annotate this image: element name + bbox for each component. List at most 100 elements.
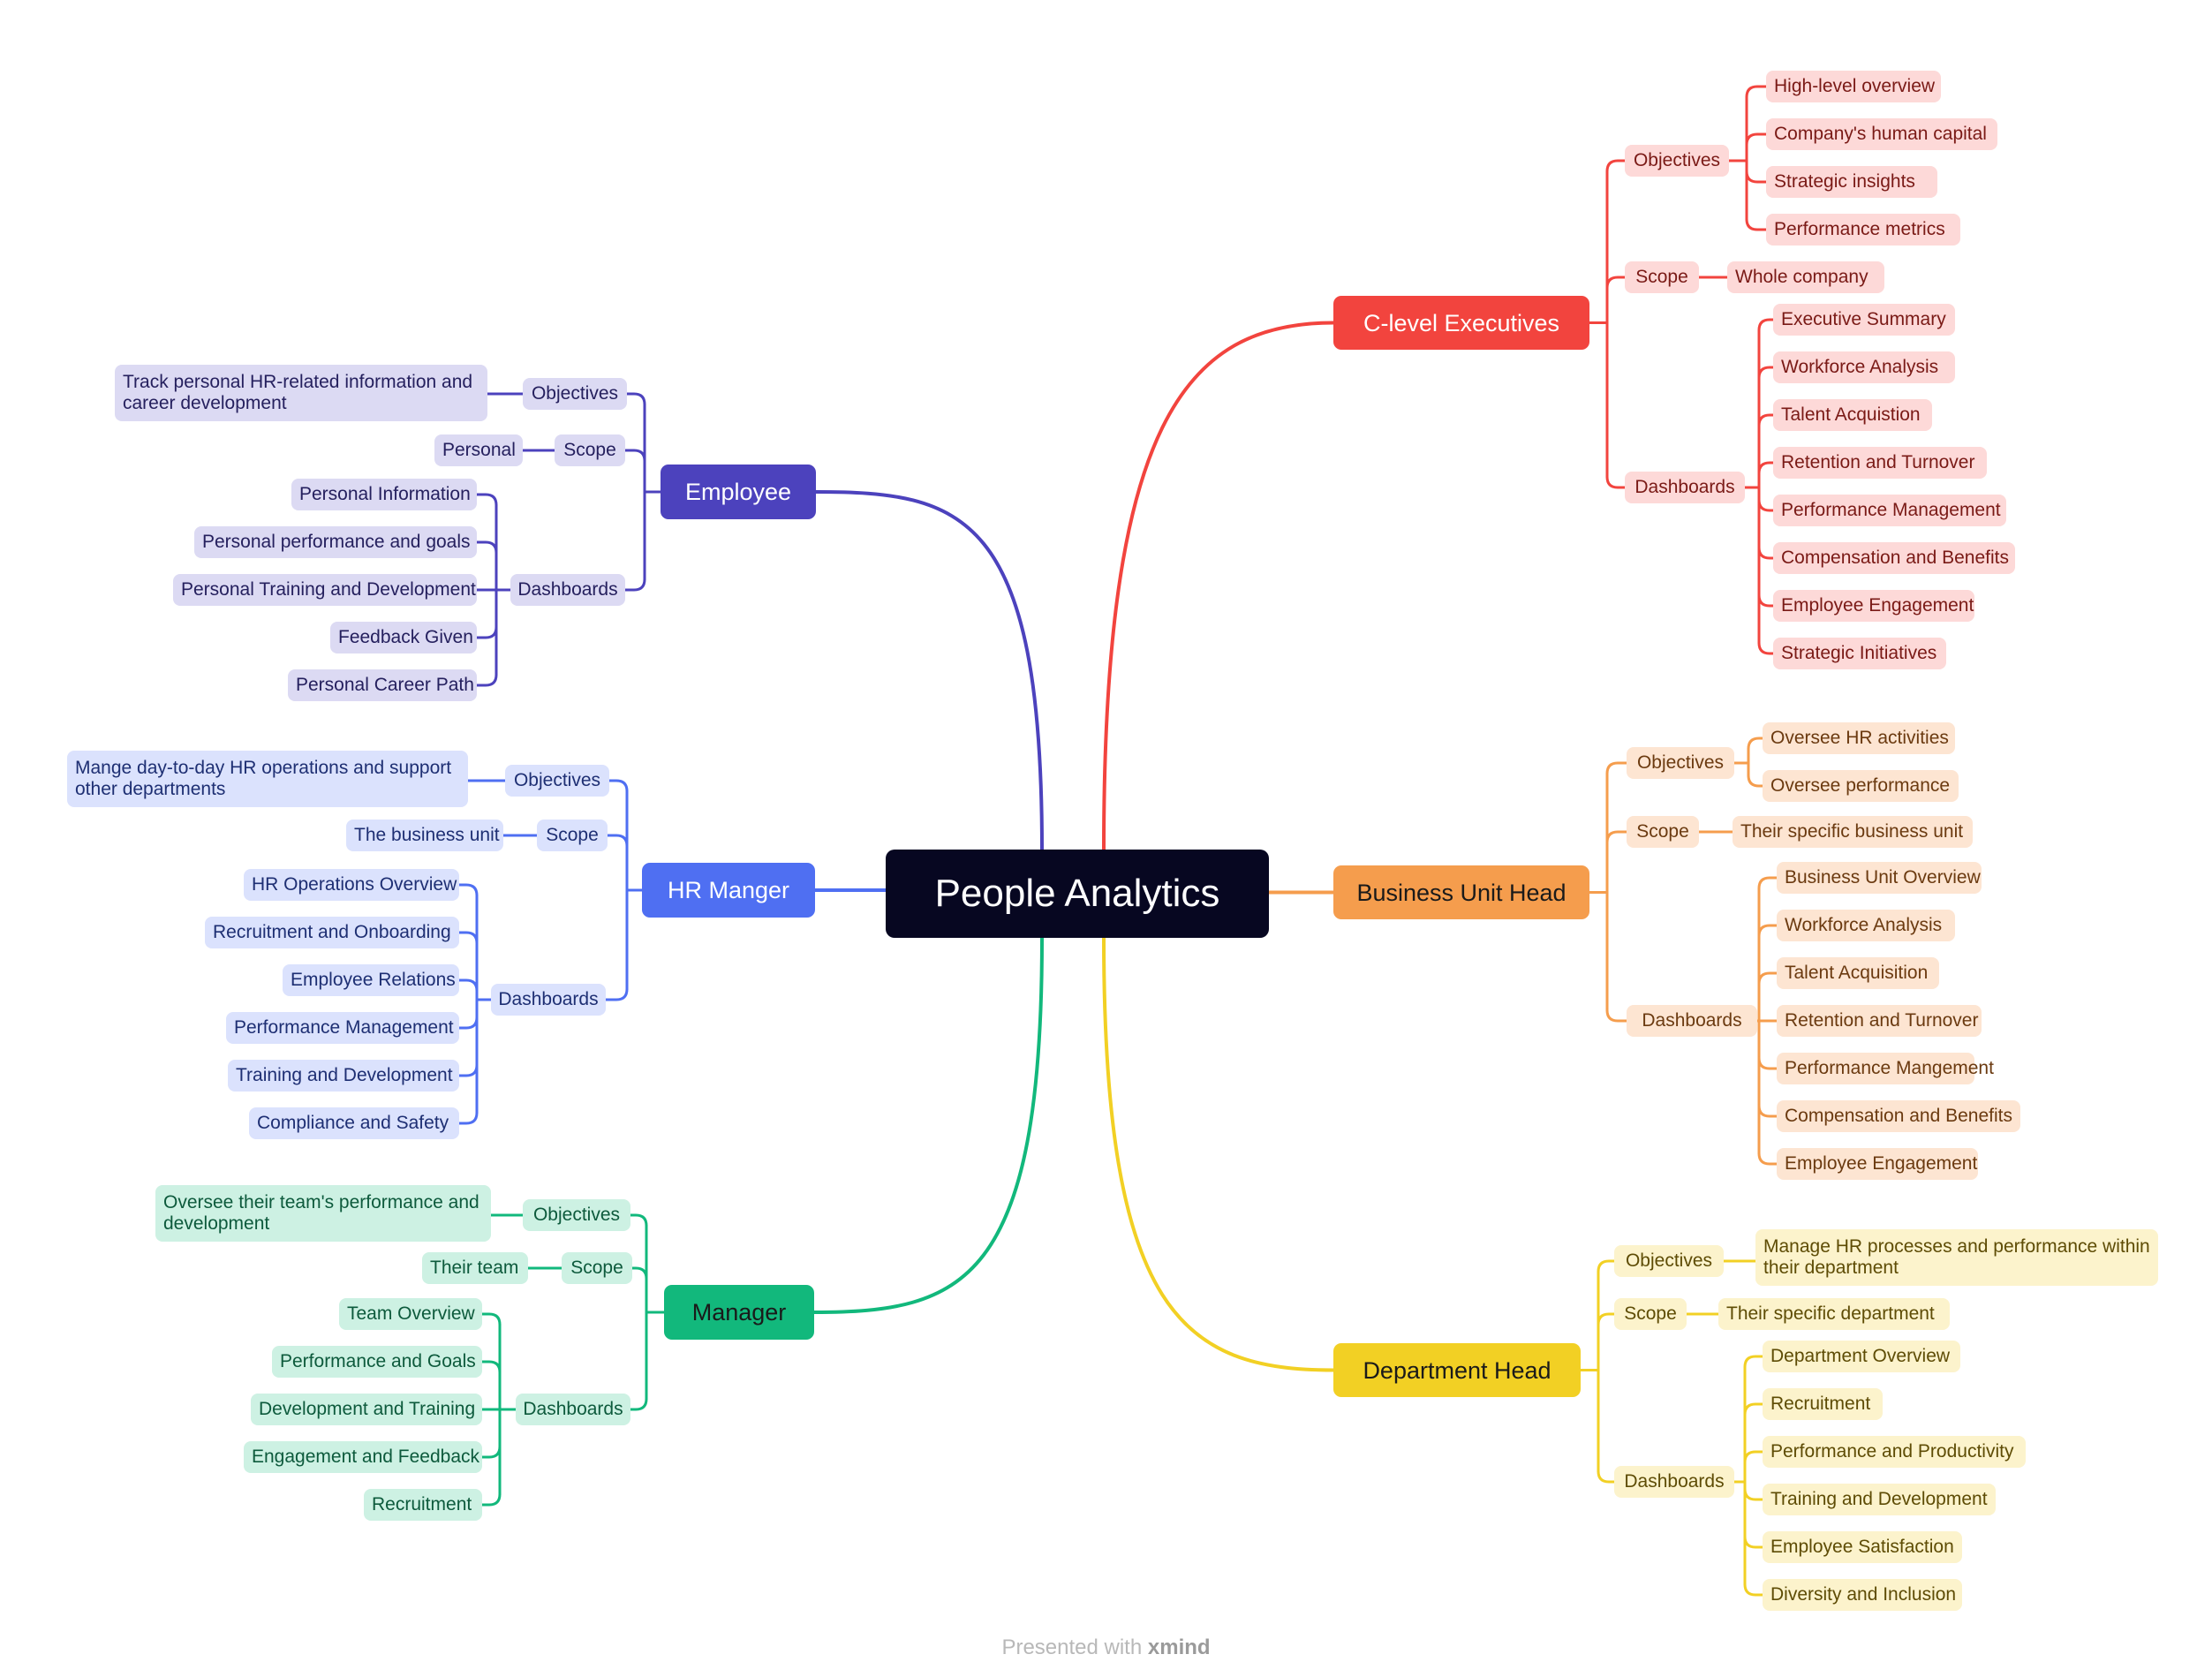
leaf-clevel-dashboards-item[interactable]: Retention and Turnover [1773,447,1987,479]
group-manager-objectives[interactable]: Objectives [523,1199,630,1231]
leaf-employee-dashboards-item[interactable]: Personal Information [291,479,477,510]
leaf-buh-dashboards-item[interactable]: Business Unit Overview [1777,862,1982,894]
group-link-hrm [606,834,629,848]
leaf-dept-dashboards-item[interactable]: Diversity and Inclusion [1763,1579,1962,1611]
leaf-link-buh [1747,774,1764,788]
leaf-hrm-scope-item[interactable]: The business unit [346,820,503,851]
leaf-clevel-dashboards-item[interactable]: Performance Management [1773,495,2006,526]
leaf-hrm-dashboards-item[interactable]: Training and Development [228,1060,459,1092]
branch-line-clevel [1102,321,1335,851]
group-employee-dashboards[interactable]: Dashboards [510,574,625,606]
leaf-employee-dashboards-item[interactable]: Personal performance and goals [194,526,477,558]
group-hrm-objectives[interactable]: Objectives [505,765,609,797]
leaf-employee-objectives-item[interactable]: Track personal HR-related information an… [115,365,487,421]
leaf-buh-dashboards-item[interactable]: Talent Acquisition [1777,957,1939,989]
leaf-manager-dashboards-item[interactable]: Team Overview [339,1298,482,1330]
leaf-clevel-objectives-item[interactable]: Company's human capital [1766,118,1997,150]
group-link-employee [623,449,646,463]
leaf-dept-dashboards-item[interactable]: Department Overview [1763,1341,1960,1372]
main-topic-manager[interactable]: Manager [664,1285,814,1340]
leaf-hrm-dashboards-item[interactable]: Performance Management [226,1012,459,1044]
leaf-manager-objectives-item[interactable]: Oversee their team's performance and dev… [155,1185,491,1242]
leaf-employee-dashboards-item[interactable]: Personal Career Path [288,669,477,701]
group-hrm-dashboards[interactable]: Dashboards [491,984,606,1016]
main-topic-employee[interactable]: Employee [661,465,816,519]
leaf-link-dept [1743,1583,1764,1597]
group-buh-objectives[interactable]: Objectives [1627,747,1734,779]
leaf-dept-dashboards-item[interactable]: Employee Satisfaction [1763,1531,1962,1563]
group-link-dept [1597,1259,1616,1273]
leaf-dept-dashboards-item[interactable]: Recruitment [1763,1388,1883,1420]
leaf-buh-scope-item[interactable]: Their specific business unit [1733,816,1973,848]
leaf-hrm-dashboards-item[interactable]: HR Operations Overview [244,869,459,901]
leaf-buh-dashboards-item[interactable]: Performance Mangement [1777,1053,1994,1084]
leaf-hrm-dashboards-item[interactable]: Employee Relations [283,964,459,996]
main-topic-clevel[interactable]: C-level Executives [1333,296,1589,350]
group-dept-dashboards[interactable]: Dashboards [1614,1466,1734,1498]
leaf-link-buh [1757,1104,1778,1118]
leaf-dept-dashboards-item[interactable]: Performance and Productivity [1763,1436,2026,1468]
leaf-clevel-dashboards-item[interactable]: Executive Summary [1773,304,1955,336]
leaf-link-hrm [457,1063,479,1077]
leaf-dept-scope-item[interactable]: Their specific department [1718,1298,1950,1330]
leaf-clevel-objectives-item[interactable]: High-level overview [1766,71,1941,102]
leaf-link-clevel [1757,546,1775,560]
leaf-employee-dashboards-item[interactable]: Personal Training and Development [173,574,477,606]
leaf-clevel-dashboards-item[interactable]: Strategic Initiatives [1773,638,1946,669]
group-link-buh [1605,1008,1628,1023]
group-employee-objectives[interactable]: Objectives [523,378,627,410]
leaf-link-dept [1743,1402,1764,1416]
leaf-link-clevel [1745,217,1768,231]
group-employee-scope[interactable]: Scope [555,434,625,466]
leaf-clevel-dashboards-item[interactable]: Workforce Analysis [1773,351,1955,383]
leaf-manager-dashboards-item[interactable]: Recruitment [364,1489,482,1521]
leaf-manager-dashboards-item[interactable]: Performance and Goals [272,1346,482,1378]
group-manager-scope[interactable]: Scope [562,1252,632,1284]
branch-line-employee [814,490,1044,851]
leaf-clevel-dashboards-item[interactable]: Employee Engagement [1773,590,1974,622]
leaf-buh-objectives-item[interactable]: Oversee HR activities [1763,722,1955,754]
leaf-dept-dashboards-item[interactable]: Training and Development [1763,1484,1996,1515]
leaf-clevel-dashboards-item[interactable]: Talent Acquistion [1773,399,1932,431]
leaf-manager-scope-item[interactable]: Their team [422,1252,528,1284]
group-link-manager [630,1266,648,1280]
leaf-employee-scope-item[interactable]: Personal [434,434,523,466]
leaf-link-manager [480,1360,502,1374]
leaf-clevel-dashboards-item[interactable]: Compensation and Benefits [1773,542,2015,574]
leaf-clevel-objectives-item[interactable]: Performance metrics [1766,214,1960,246]
group-link-clevel [1605,159,1627,173]
group-clevel-dashboards[interactable]: Dashboards [1625,472,1745,503]
leaf-buh-dashboards-item[interactable]: Retention and Turnover [1777,1005,1982,1037]
main-topic-buh[interactable]: Business Unit Head [1333,865,1589,919]
leaf-buh-objectives-item[interactable]: Oversee performance [1763,770,1959,802]
main-topic-dept[interactable]: Department Head [1333,1343,1581,1397]
group-clevel-scope[interactable]: Scope [1625,261,1699,293]
leaf-hrm-objectives-item[interactable]: Mange day-to-day HR operations and suppo… [67,751,468,807]
group-hrm-scope[interactable]: Scope [537,820,608,851]
group-buh-dashboards[interactable]: Dashboards [1627,1005,1757,1037]
central-topic[interactable]: People Analytics [886,850,1269,938]
leaf-buh-dashboards-item[interactable]: Employee Engagement [1777,1148,1978,1180]
leaf-link-clevel [1757,461,1775,475]
leaf-hrm-dashboards-item[interactable]: Compliance and Safety [249,1107,459,1139]
leaf-buh-dashboards-item[interactable]: Compensation and Benefits [1777,1100,2020,1132]
group-link-manager [629,1397,648,1411]
leaf-clevel-objectives-item[interactable]: Strategic insights [1766,166,1937,198]
leaf-hrm-dashboards-item[interactable]: Recruitment and Onboarding [205,917,459,948]
group-link-clevel [1605,276,1627,290]
main-topic-hrm[interactable]: HR Manger [642,863,815,918]
leaf-dept-objectives-item[interactable]: Manage HR processes and performance with… [1755,1229,2158,1286]
group-buh-scope[interactable]: Scope [1627,816,1699,848]
group-link-hrm [604,987,629,1001]
group-dept-objectives[interactable]: Objectives [1614,1245,1724,1277]
group-dept-scope[interactable]: Scope [1614,1298,1687,1330]
group-clevel-objectives[interactable]: Objectives [1625,145,1729,177]
group-link-buh [1605,830,1628,844]
leaf-manager-dashboards-item[interactable]: Development and Training [251,1394,482,1425]
leaf-employee-dashboards-item[interactable]: Feedback Given [330,622,477,653]
group-link-employee [623,578,646,592]
leaf-manager-dashboards-item[interactable]: Engagement and Feedback [244,1441,482,1473]
leaf-buh-dashboards-item[interactable]: Workforce Analysis [1777,910,1955,941]
leaf-clevel-scope-item[interactable]: Whole company [1727,261,1884,293]
group-manager-dashboards[interactable]: Dashboards [516,1394,630,1425]
